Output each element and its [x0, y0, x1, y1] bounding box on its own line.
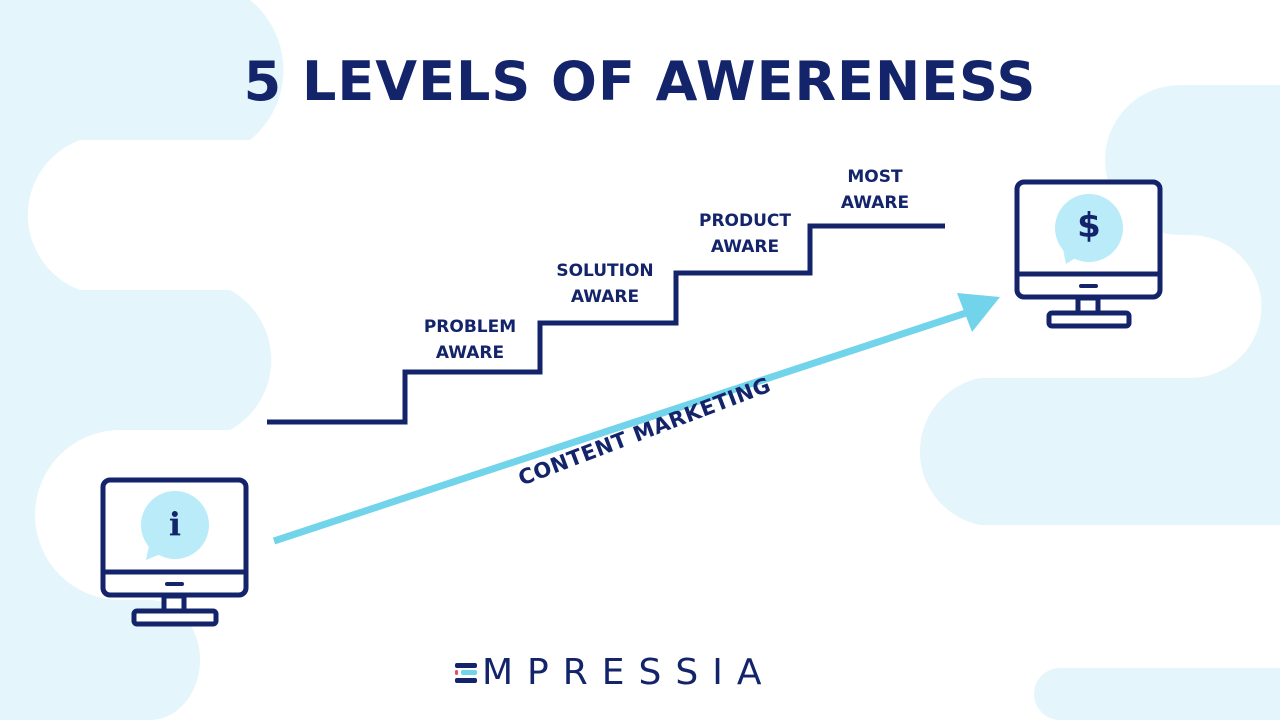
step-label-line1: MOST	[847, 167, 903, 187]
step-label-line2: AWARE	[435, 343, 505, 363]
dollar-glyph: $	[1077, 206, 1101, 246]
step-label-line1: PROBLEM	[423, 317, 517, 337]
brand-wordmark: MPRESSIA	[482, 651, 776, 693]
step-label-line1: SOLUTION	[556, 261, 654, 281]
step-label-line1: PRODUCT	[699, 211, 791, 231]
step-label-problem-aware: PROBLEM AWARE	[410, 314, 530, 366]
brand-logo: MPRESSIA	[452, 650, 775, 694]
content-marketing-arrow-line	[272, 306, 977, 545]
step-label-product-aware: PRODUCT AWARE	[680, 208, 810, 260]
brand-e-mark-icon	[452, 657, 478, 687]
arrow-head-icon	[957, 293, 1000, 332]
bg-blob-bottom-right	[1034, 668, 1280, 720]
step-label-line2: AWARE	[840, 193, 910, 213]
page-title: 5 LEVELS OF AWERENESS	[243, 50, 1037, 113]
info-glyph: i	[168, 505, 182, 543]
step-label-solution-aware: SOLUTION AWARE	[540, 258, 670, 310]
dollar-monitor-icon	[1014, 179, 1163, 329]
bg-blob-right	[919, 85, 1280, 525]
step-label-most-aware: MOST AWARE	[815, 164, 935, 216]
bg-blob-top-left	[0, 0, 284, 720]
info-monitor-icon	[100, 477, 249, 627]
awareness-staircase	[267, 223, 945, 425]
step-label-line2: AWARE	[570, 287, 640, 307]
step-label-line2: AWARE	[710, 237, 780, 257]
